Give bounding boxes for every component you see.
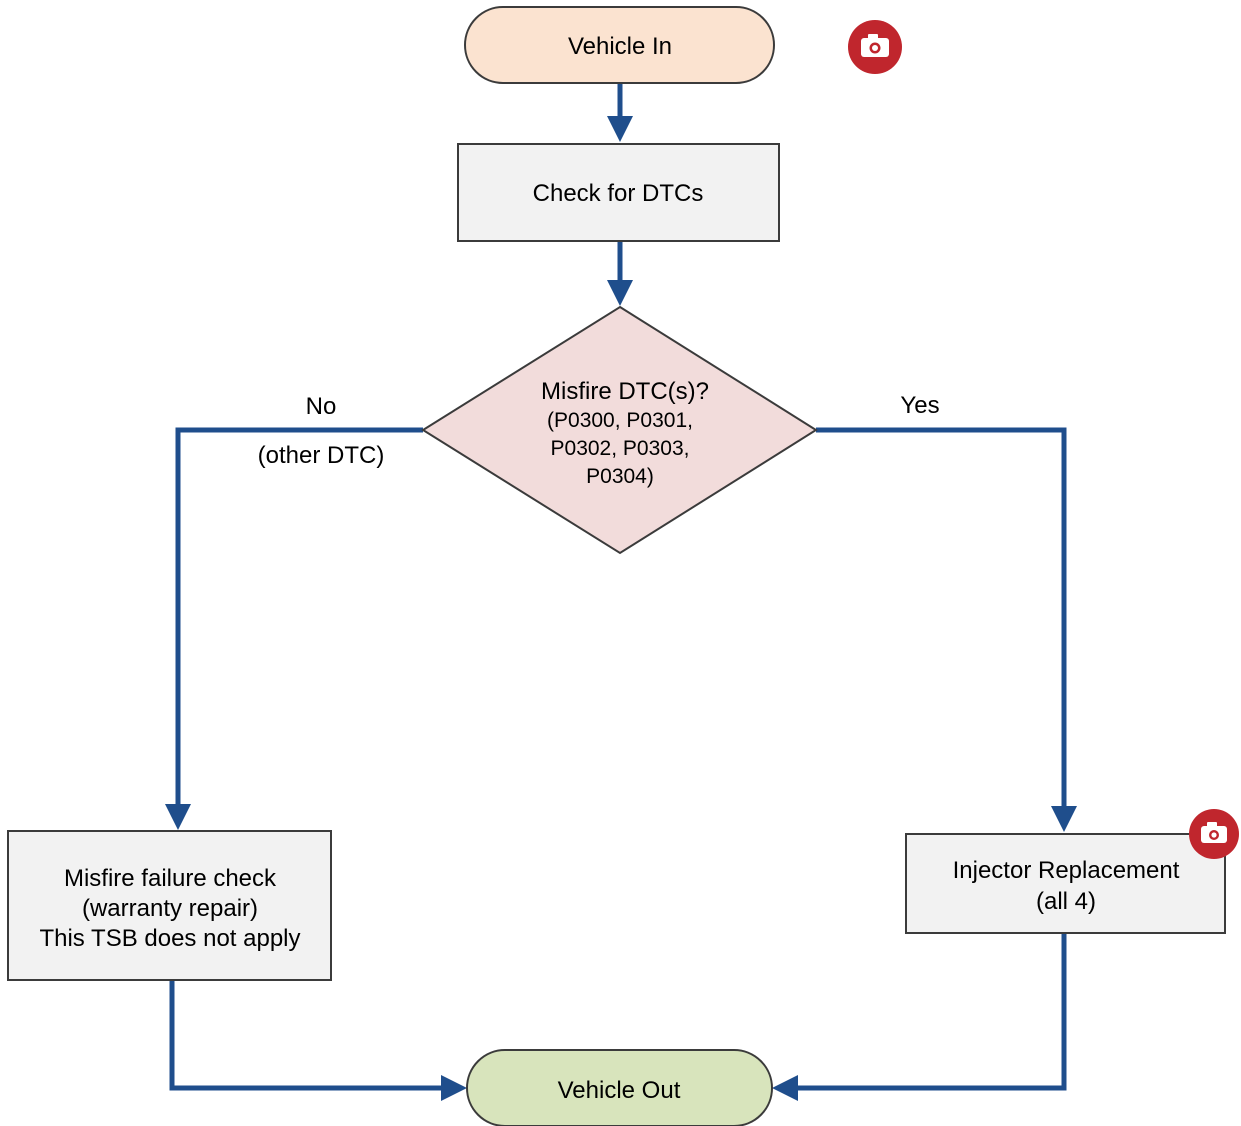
arrowhead bbox=[441, 1075, 467, 1101]
misfire-check-node: Misfire failure check (warranty repair) … bbox=[7, 830, 332, 981]
camera-icon[interactable] bbox=[1189, 809, 1239, 859]
decision-codes-line2: P0302, P0303, bbox=[551, 437, 690, 460]
check-dtc-label: Check for DTCs bbox=[533, 180, 704, 207]
arrow-yes-branch bbox=[816, 427, 1067, 808]
camera-icon[interactable] bbox=[848, 20, 902, 74]
arrow-misfire-to-end bbox=[169, 980, 443, 1091]
injector-line1: Injector Replacement bbox=[953, 857, 1180, 884]
arrowhead bbox=[772, 1075, 798, 1101]
arrowhead bbox=[607, 116, 633, 142]
injector-line2: (all 4) bbox=[1036, 888, 1096, 915]
start-label: Vehicle In bbox=[568, 33, 672, 60]
decision-title: Misfire DTC(s)? bbox=[541, 378, 709, 405]
end-label: Vehicle Out bbox=[558, 1077, 681, 1104]
decision-node: Misfire DTC(s)? (P0300, P0301, P0302, P0… bbox=[421, 305, 818, 555]
arrowhead bbox=[1051, 806, 1077, 832]
misfire-check-line3: This TSB does not apply bbox=[39, 925, 300, 952]
decision-codes-line3: P0304) bbox=[586, 465, 654, 488]
arrowhead bbox=[607, 280, 633, 306]
no-branch-sublabel: (other DTC) bbox=[258, 442, 385, 469]
arrow-no-branch bbox=[175, 427, 423, 806]
arrowhead bbox=[165, 804, 191, 830]
arrow-injector-to-end bbox=[796, 933, 1067, 1091]
misfire-check-line1: Misfire failure check bbox=[64, 865, 277, 892]
injector-node: Injector Replacement (all 4) bbox=[905, 833, 1226, 934]
misfire-check-line2: (warranty repair) bbox=[82, 895, 258, 922]
yes-branch-label: Yes bbox=[900, 392, 939, 419]
start-node: Vehicle In bbox=[464, 6, 775, 84]
no-branch-label: No bbox=[306, 393, 337, 420]
connectors bbox=[165, 84, 1077, 1101]
check-dtc-node: Check for DTCs bbox=[457, 143, 780, 242]
decision-codes-line1: (P0300, P0301, bbox=[547, 409, 693, 432]
end-node: Vehicle Out bbox=[466, 1049, 773, 1126]
